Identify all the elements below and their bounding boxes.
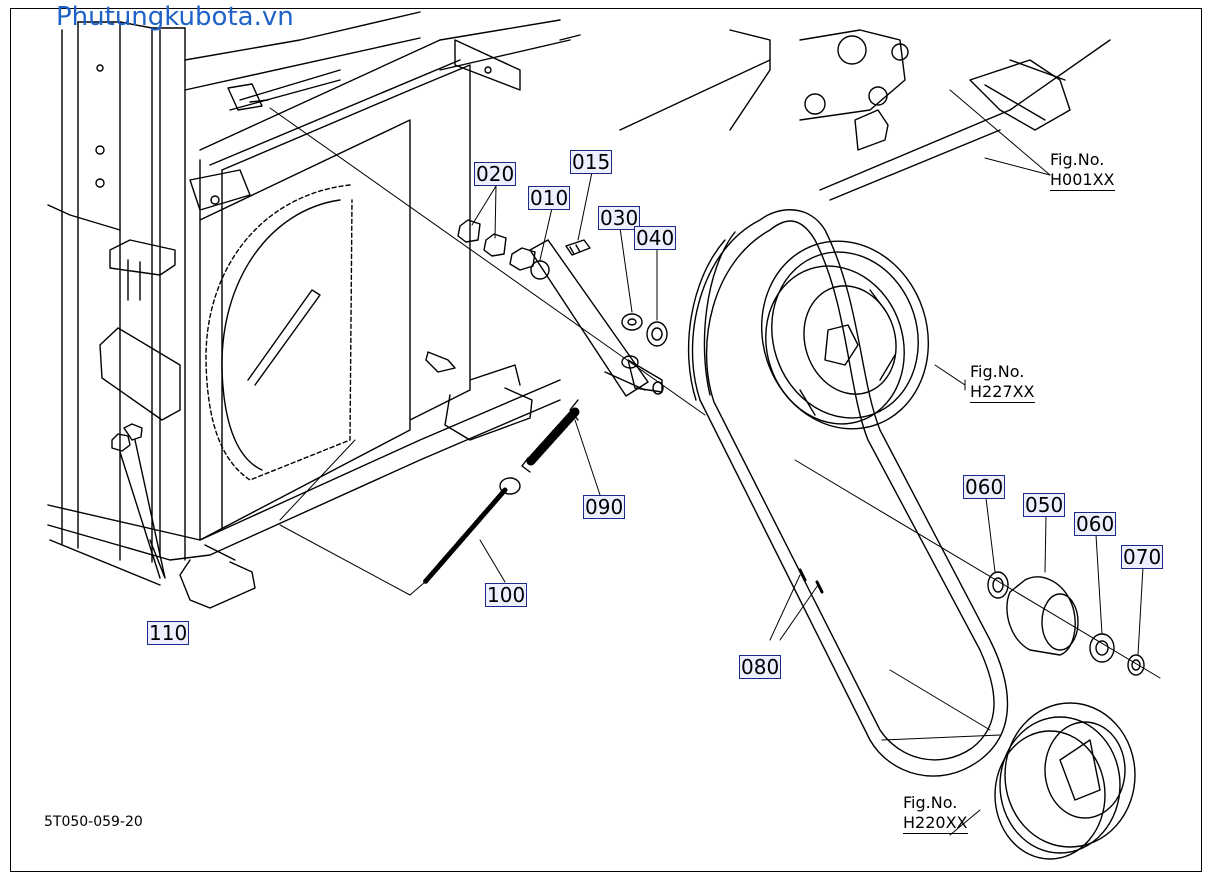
machine-frame — [47, 11, 1111, 609]
pulley-lower — [949, 702, 1136, 860]
figref-code: H001XX — [1050, 170, 1115, 191]
drive-belt — [687, 209, 1009, 777]
callout-060-left[interactable]: 060 — [963, 475, 1006, 499]
figref-label: Fig.No. — [970, 362, 1025, 381]
callout-030[interactable]: 030 — [598, 206, 641, 230]
figref-label: Fig.No. — [1050, 150, 1105, 169]
idler-pulley — [794, 459, 1161, 679]
callout-040[interactable]: 040 — [634, 226, 677, 250]
figref-code: H227XX — [970, 382, 1035, 403]
drawing-number: 5T050-059-20 — [44, 814, 143, 830]
callout-070[interactable]: 070 — [1121, 545, 1164, 569]
figref-h001xx[interactable]: Fig.No. H001XX — [1050, 150, 1115, 191]
spring-and-rod — [279, 399, 580, 596]
callout-050[interactable]: 050 — [1023, 493, 1066, 517]
callout-020[interactable]: 020 — [474, 162, 517, 186]
diagram-border — [10, 8, 1202, 872]
callout-110[interactable]: 110 — [147, 621, 190, 645]
watermark: Phutungkubota.vn — [56, 2, 294, 32]
figref-code: H220XX — [903, 813, 968, 834]
figref-h220xx[interactable]: Fig.No. H220XX — [903, 793, 968, 834]
figref-h227xx[interactable]: Fig.No. H227XX — [970, 362, 1035, 403]
callout-010[interactable]: 010 — [528, 186, 571, 210]
tension-arm — [269, 107, 706, 416]
callout-080[interactable]: 080 — [739, 655, 782, 679]
callout-100[interactable]: 100 — [485, 583, 528, 607]
callout-090[interactable]: 090 — [583, 495, 626, 519]
leader-lines — [471, 157, 1144, 656]
callout-060-right[interactable]: 060 — [1074, 512, 1117, 536]
figref-label: Fig.No. — [903, 793, 958, 812]
callout-015[interactable]: 015 — [570, 150, 613, 174]
